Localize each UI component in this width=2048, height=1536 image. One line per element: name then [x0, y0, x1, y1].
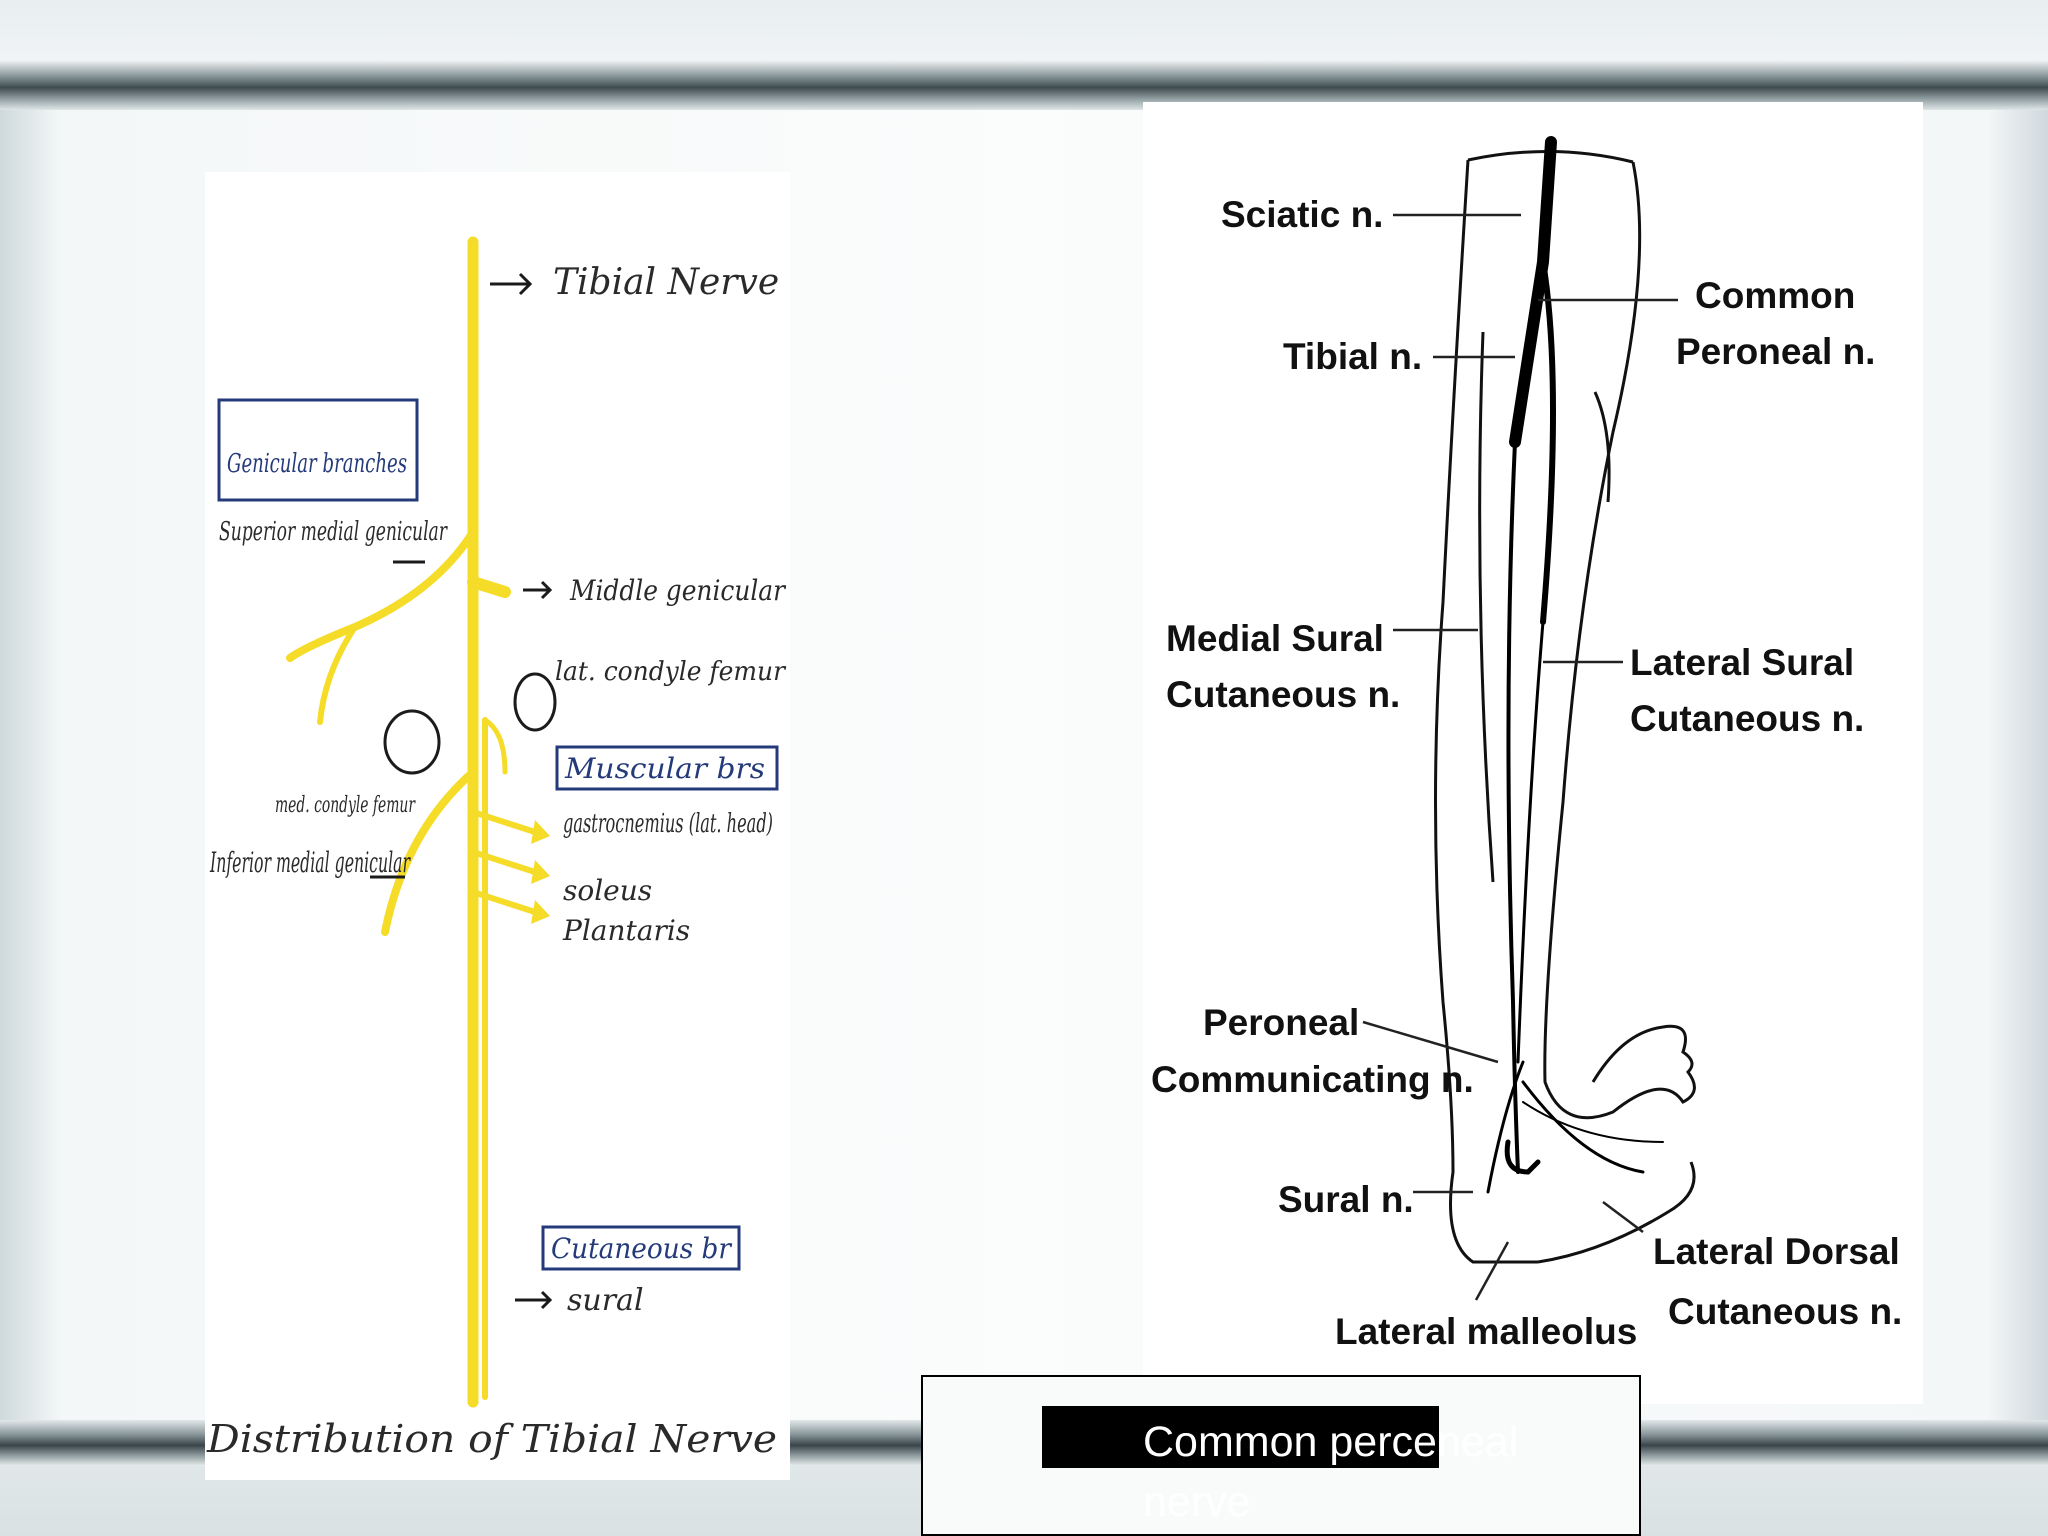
cutaneous-branch-box: [541, 1225, 741, 1271]
leg-outline: [1434, 149, 1696, 1264]
muscular-branches-box: [555, 745, 779, 791]
common-peroneal-nerve: [1540, 259, 1556, 625]
inferior-medial-genicular-label: Inferior medial genicular: [209, 846, 410, 879]
lateral-dorsal-label-line1: Lateral Dorsal: [1653, 1231, 1900, 1272]
medial-condyle-label: med. condyle femur: [275, 793, 416, 818]
superior-genicular-branch: [286, 528, 477, 662]
plantaris-label: Plantaris: [562, 914, 690, 947]
cutaneous-branch-heading: Cutaneous br: [551, 1232, 733, 1265]
lateral-malleolus-label: Lateral malleolus: [1335, 1311, 1637, 1352]
sural-nerve: [1486, 1060, 1525, 1194]
sural-nerve-label: Sural n.: [1278, 1179, 1414, 1220]
leader-lines: [1362, 213, 1678, 1301]
lateral-sural-label-line2: Cutaneous n.: [1630, 698, 1864, 739]
caption-box: [921, 1375, 1641, 1536]
lateral-condyle-circle: [513, 672, 557, 732]
leg-diagram-svg: Sciatic n. Tibial n. Common Peroneal n. …: [1151, 136, 1902, 1352]
tibial-nerve-label: Tibial Nerve: [553, 262, 779, 303]
tibial-nerve: [1506, 440, 1520, 1174]
medial-sural-label-line2: Cutaneous n.: [1166, 674, 1400, 715]
peroneal-communicating-label-line1: Peroneal: [1203, 1002, 1359, 1043]
caption-highlight: [1042, 1406, 1439, 1468]
distribution-caption: Distribution of Tibial Nerve: [206, 1417, 777, 1461]
sural-label: sural: [567, 1283, 644, 1318]
top-divider-band: [0, 60, 2048, 110]
genicular-branches-heading: Genicular branches: [227, 449, 407, 479]
medial-condyle-circle: [383, 709, 441, 775]
muscular-branches-heading: Muscular brs: [564, 752, 765, 785]
lateral-condyle-label: lat. condyle femur: [555, 657, 787, 687]
leg-nerve-diagram: Sciatic n. Tibial n. Common Peroneal n. …: [1143, 102, 1923, 1404]
lateral-dorsal-cutaneous-nerve: [1521, 1080, 1645, 1174]
superior-medial-genicular-label: Superior medial genicular: [219, 517, 448, 547]
middle-genicular-label: Middle genicular: [569, 574, 786, 607]
peroneal-communicating-label-line2: Communicating n.: [1151, 1059, 1474, 1100]
common-peroneal-label-line1: Common: [1695, 275, 1855, 316]
medial-sural-label-line1: Medial Sural: [1166, 618, 1384, 659]
sciatic-label: Sciatic n.: [1221, 194, 1383, 235]
soleus-label: soleus: [563, 874, 652, 907]
common-peroneal-label-line2: Peroneal n.: [1676, 331, 1875, 372]
inferior-genicular-branch: [381, 768, 477, 936]
lateral-dorsal-label-line2: Cutaneous n.: [1668, 1291, 1902, 1332]
genicular-branches-box: [217, 398, 419, 502]
gastrocnemius-label: gastrocnemius (lat. head): [563, 809, 773, 839]
tibial-diagram-svg: Tibial Nerve Genicular branches Superior…: [206, 236, 787, 1461]
middle-genicular-branch: [467, 576, 511, 598]
tibial-label: Tibial n.: [1283, 336, 1422, 377]
lateral-sural-label-line1: Lateral Sural: [1630, 642, 1854, 683]
caption-text: Common perceneal nerve: [1143, 1418, 1519, 1526]
tibial-distribution-diagram: Tibial Nerve Genicular branches Superior…: [205, 172, 790, 1480]
